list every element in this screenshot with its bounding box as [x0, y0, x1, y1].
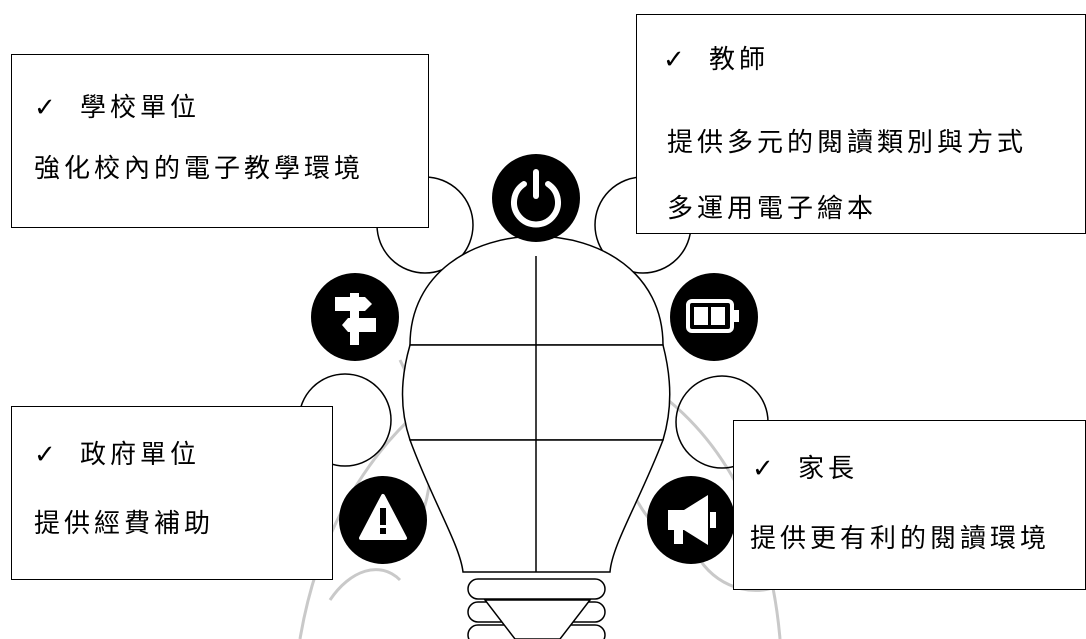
government-title-row: ✓ 政府單位: [34, 440, 200, 470]
bulb-tip: [483, 599, 592, 639]
school-line: 強化校內的電子教學環境: [34, 154, 365, 184]
government-line: 提供經費補助: [34, 509, 215, 539]
warning-icon: [339, 476, 427, 564]
school-title-row: ✓ 學校單位: [34, 93, 200, 123]
parents-line: 提供更有利的閱讀環境: [750, 524, 1051, 554]
government-box: ✓ 政府單位 提供經費補助: [11, 406, 333, 580]
teacher-line-1: 提供多元的閱讀類別與方式: [667, 128, 1028, 158]
megaphone-icon: [647, 476, 735, 564]
signpost-icon: [311, 273, 399, 361]
teacher-line-2: 多運用電子繪本: [667, 194, 878, 224]
parents-title: 家長: [798, 454, 859, 484]
check-icon: ✓: [34, 440, 60, 470]
school-box: ✓ 學校單位 強化校內的電子教學環境: [11, 54, 429, 228]
teacher-box: ✓ 教師 提供多元的閱讀類別與方式 多運用電子繪本: [636, 14, 1086, 234]
teacher-title: 教師: [709, 45, 770, 75]
power-icon: [492, 154, 580, 242]
check-icon: ✓: [752, 454, 778, 484]
check-icon: ✓: [34, 93, 60, 123]
lightbulb-icon: [401, 235, 671, 639]
teacher-title-row: ✓ 教師: [663, 45, 769, 75]
parents-title-row: ✓ 家長: [752, 454, 858, 484]
battery-icon: [670, 273, 758, 361]
school-title: 學校單位: [80, 93, 201, 123]
bulb-thread: [467, 578, 606, 600]
check-icon: ✓: [663, 45, 689, 75]
parents-box: ✓ 家長 提供更有利的閱讀環境: [733, 420, 1086, 590]
government-title: 政府單位: [80, 440, 201, 470]
